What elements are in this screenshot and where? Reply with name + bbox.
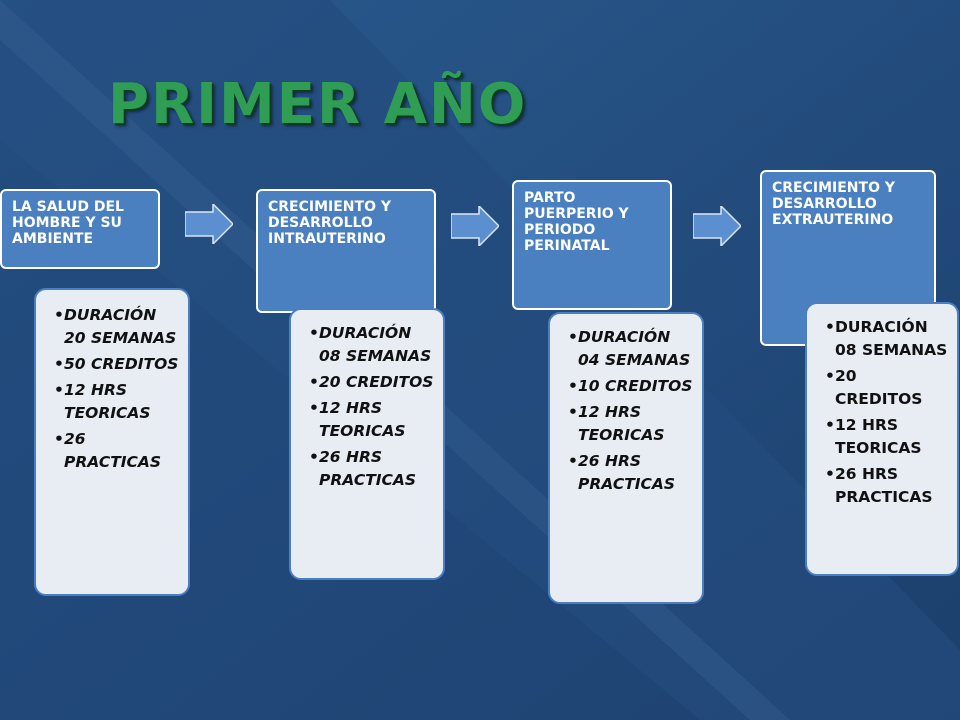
stage-3-details: DURACIÓN 04 SEMANAS 10 CREDITOS 12 HRS T… bbox=[548, 312, 704, 604]
stage-1-credits: 50 CREDITOS bbox=[54, 353, 180, 376]
stage-3-duration: DURACIÓN 04 SEMANAS bbox=[568, 326, 694, 372]
stage-2-practice-hours: 26 HRS PRACTICAS bbox=[309, 446, 435, 492]
stage-2-header: CRECIMIENTO Y DESARROLLO INTRAUTERINO bbox=[256, 189, 436, 313]
stage-3-theory-hours: 12 HRS TEORICAS bbox=[568, 401, 694, 447]
stage-4-practice-hours: 26 HRS PRACTICAS bbox=[825, 463, 949, 509]
stage-1-theory-hours: 12 HRS TEORICAS bbox=[54, 379, 180, 425]
right-arrow-icon bbox=[451, 206, 499, 246]
stage-1-practice-hours: 26 PRACTICAS bbox=[54, 428, 180, 474]
stage-3-header: PARTO PUERPERIO Y PERIODO PERINATAL bbox=[512, 180, 672, 310]
stage-2-duration: DURACIÓN 08 SEMANAS bbox=[309, 322, 435, 368]
stage-3-credits: 10 CREDITOS bbox=[568, 375, 694, 398]
right-arrow-icon bbox=[185, 204, 233, 244]
stage-4-credits: 20 CREDITOS bbox=[825, 365, 949, 411]
stage-2-details: DURACIÓN 08 SEMANAS 20 CREDITOS 12 HRS T… bbox=[289, 308, 445, 580]
stage-1-header: LA SALUD DEL HOMBRE Y SU AMBIENTE bbox=[0, 189, 160, 269]
page-title: PRIMER AÑO bbox=[108, 72, 528, 137]
stage-1-details: DURACIÓN 20 SEMANAS 50 CREDITOS 12 HRS T… bbox=[34, 288, 190, 596]
right-arrow-icon bbox=[693, 206, 741, 246]
stage-2-theory-hours: 12 HRS TEORICAS bbox=[309, 397, 435, 443]
stage-4-details: DURACIÓN 08 SEMANAS 20 CREDITOS 12 HRS T… bbox=[805, 302, 959, 576]
stage-4-duration: DURACIÓN 08 SEMANAS bbox=[825, 316, 949, 362]
stage-4-theory-hours: 12 HRS TEORICAS bbox=[825, 414, 949, 460]
stage-3-practice-hours: 26 HRS PRACTICAS bbox=[568, 450, 694, 496]
stage-2-credits: 20 CREDITOS bbox=[309, 371, 435, 394]
stage-1-duration: DURACIÓN 20 SEMANAS bbox=[54, 304, 180, 350]
